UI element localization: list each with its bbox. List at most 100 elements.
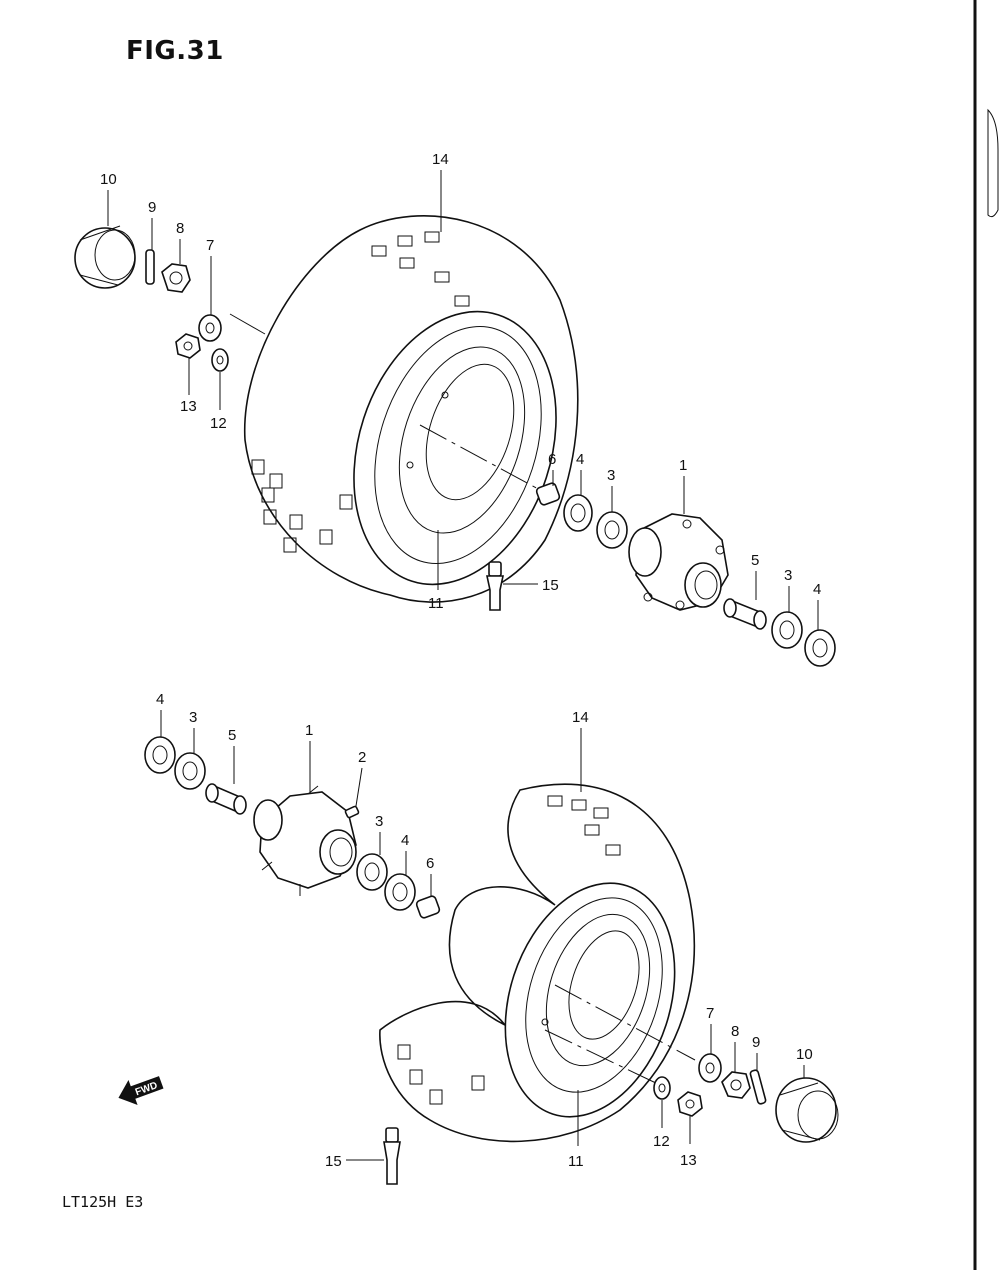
callout-14-lower-number: 14	[572, 709, 589, 726]
callout-5-upper-number: 5	[751, 552, 759, 569]
callout-3-upper-b-number: 3	[784, 567, 792, 584]
callout-6-lower: 6	[426, 855, 434, 897]
callout-4-upper-a-number: 4	[576, 451, 584, 468]
upper-axle-centerline	[419, 424, 541, 491]
cotter-pin-9-upper	[145, 249, 155, 285]
wheel-cap-10-upper	[74, 225, 136, 289]
lower-tire	[379, 783, 696, 1143]
callout-10-lower-number: 10	[796, 1046, 813, 1063]
upper-wheel-assembly: 14 10 9	[74, 151, 836, 667]
lower-axle-centerline	[554, 984, 696, 1061]
callout-12-lower: 12	[653, 1100, 670, 1150]
spacer-5-upper	[723, 598, 767, 630]
wheel-stud-2-lower	[344, 805, 360, 819]
callout-7-upper: 7	[206, 237, 266, 335]
fwd-arrow-icon: FWD	[118, 1076, 164, 1106]
callout-13-upper-number: 13	[180, 398, 197, 415]
figure-title: FIG.31	[126, 36, 224, 66]
callout-14-lower: 14	[572, 709, 589, 792]
callout-11-upper: 11	[428, 530, 444, 612]
wheel-cap-10-lower	[775, 1077, 839, 1143]
callout-3-upper-a-number: 3	[607, 467, 615, 484]
callout-12-upper: 12	[210, 372, 227, 432]
callout-10-lower: 10	[796, 1046, 813, 1078]
oil-seal-4-lower-a	[144, 736, 176, 774]
callout-11-lower-number: 11	[568, 1153, 584, 1170]
callout-12-lower-number: 12	[653, 1133, 670, 1150]
bearing-3-lower-b	[356, 853, 388, 891]
callout-5-lower-number: 5	[228, 727, 236, 744]
page-edge-mark	[987, 108, 999, 218]
callout-4-upper-b-number: 4	[813, 581, 821, 598]
wheel-nut-13-upper	[175, 333, 201, 359]
callout-7-lower: 7	[706, 1005, 714, 1054]
wheel-hub-1-lower	[253, 785, 357, 896]
washer-7-upper	[198, 314, 222, 342]
callout-8-lower-number: 8	[731, 1023, 739, 1040]
callout-10-upper: 10	[100, 171, 117, 226]
valve-stem-15-lower	[383, 1127, 401, 1185]
callout-3-lower-a-number: 3	[189, 709, 197, 726]
callout-3-upper-a: 3	[607, 467, 615, 512]
washer-7-lower	[698, 1053, 722, 1083]
callout-12-upper-number: 12	[210, 415, 227, 432]
callout-11-upper-number: 11	[428, 595, 444, 612]
callout-15-lower-number: 15	[325, 1153, 342, 1170]
model-code-label: LT125H E3	[62, 1193, 144, 1211]
callout-15-lower: 15	[325, 1153, 384, 1170]
callout-5-lower: 5	[228, 727, 236, 784]
callout-9-lower-number: 9	[752, 1034, 760, 1051]
callout-1-lower-number: 1	[305, 722, 313, 739]
callout-14-upper: 14	[432, 151, 449, 232]
callout-10-upper-number: 10	[100, 171, 117, 188]
castle-nut-8-upper	[161, 263, 191, 293]
callout-2-lower: 2	[355, 749, 366, 807]
callout-7-upper-number: 7	[206, 237, 214, 254]
callout-6-upper: 6	[548, 451, 556, 486]
upper-tread-pattern	[251, 231, 470, 553]
fwd-label: FWD	[134, 1080, 159, 1098]
callout-1-upper-number: 1	[679, 457, 687, 474]
washer-12-upper	[211, 348, 229, 372]
callout-6-upper-number: 6	[548, 451, 556, 468]
lower-tread-pattern	[397, 795, 621, 1105]
callout-1-lower: 1	[305, 722, 313, 792]
callout-13-upper: 13	[180, 358, 197, 415]
callout-4-upper-b: 4	[813, 581, 821, 630]
callout-11-lower: 11	[568, 1090, 584, 1170]
wheel-hub-1-upper	[628, 513, 729, 611]
callout-3-lower-a: 3	[189, 709, 197, 753]
spacer-6-lower	[415, 895, 441, 919]
castle-nut-8-lower	[721, 1071, 751, 1099]
callout-3-lower-b: 3	[375, 813, 383, 855]
bearing-3-upper-b	[771, 611, 803, 649]
callout-4-lower-a-number: 4	[156, 691, 164, 708]
callout-9-lower: 9	[752, 1034, 760, 1070]
bearing-3-upper-a	[596, 511, 628, 549]
lower-stud-centerline	[544, 1029, 661, 1086]
callout-8-upper: 8	[176, 220, 184, 264]
valve-stem-15-upper	[486, 561, 504, 611]
callout-8-lower: 8	[731, 1023, 739, 1072]
callout-1-upper: 1	[679, 457, 687, 514]
callout-9-upper-number: 9	[148, 199, 156, 216]
callout-4-lower-a: 4	[156, 691, 164, 737]
lower-wheel-assembly: 4 3 5	[144, 691, 839, 1185]
callout-6-lower-number: 6	[426, 855, 434, 872]
callout-7-lower-number: 7	[706, 1005, 714, 1022]
washer-12-lower	[653, 1076, 671, 1100]
callout-8-upper-number: 8	[176, 220, 184, 237]
oil-seal-4-upper-b	[804, 629, 836, 667]
callout-3-lower-b-number: 3	[375, 813, 383, 830]
spacer-5-lower	[205, 783, 247, 815]
callout-2-lower-number: 2	[358, 749, 366, 766]
callout-13-lower: 13	[680, 1116, 697, 1169]
bearing-3-lower-a	[174, 752, 206, 790]
callout-4-upper-a: 4	[576, 451, 584, 495]
cotter-pin-9-lower	[749, 1069, 767, 1105]
upper-tire	[243, 215, 579, 603]
callout-9-upper: 9	[148, 199, 156, 250]
callout-13-lower-number: 13	[680, 1152, 697, 1169]
